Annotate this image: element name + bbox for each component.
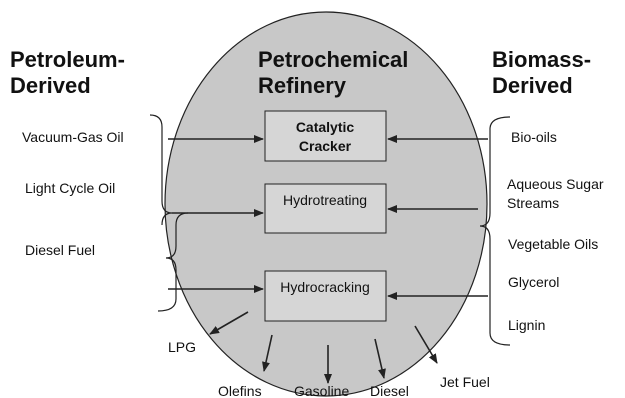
catalytic-cracker-box [264,110,387,162]
petroleum-heading-line1: Petroleum- [10,47,125,72]
arrow-to-olefins [262,334,273,372]
biomass-input-glycerol: Glycerol [508,274,559,290]
biomass-input-vegetable-oils: Vegetable Oils [508,236,598,252]
biomass-input-aqueous-sugar-line2: Streams [507,195,559,211]
product-diesel: Diesel [370,383,409,398]
petroleum-heading-line2: Derived [10,73,91,98]
product-lpg: LPG [168,339,196,355]
hydrotreating-label: Hydrotreating [283,192,367,208]
catalytic-cracker-label-line1: Catalytic [296,119,355,135]
biomass-input-aqueous-sugar-line1: Aqueous Sugar [507,176,604,192]
refinery-heading-line2: Refinery [258,73,347,98]
biomass-heading-line1: Biomass- [492,47,591,72]
petroleum-input-light-cycle-oil: Light Cycle Oil [25,180,115,196]
arrow-to-jet-fuel [414,325,438,364]
left-brace-lower [157,212,189,312]
biomass-heading-line2: Derived [492,73,573,98]
right-brace [479,116,511,346]
hydrotreating-box [264,183,387,234]
hydrocracking-box [264,270,387,322]
arrow-to-lpg [209,311,249,335]
hydrocracking-label: Hydrocracking [280,279,369,295]
refinery-heading-line1: Petrochemical [258,47,408,72]
biomass-input-lignin: Lignin [508,317,545,333]
left-brace-upper [149,114,173,226]
product-olefins: Olefins [218,383,262,398]
biomass-input-bio-oils: Bio-oils [511,129,557,145]
arrow-to-diesel [374,338,386,379]
product-jet-fuel: Jet Fuel [440,374,490,390]
product-gasoline: Gasoline [294,383,349,398]
petroleum-input-vacuum-gas-oil: Vacuum-Gas Oil [22,129,124,145]
petroleum-input-diesel-fuel: Diesel Fuel [25,242,95,258]
catalytic-cracker-label-line2: Cracker [299,138,352,154]
